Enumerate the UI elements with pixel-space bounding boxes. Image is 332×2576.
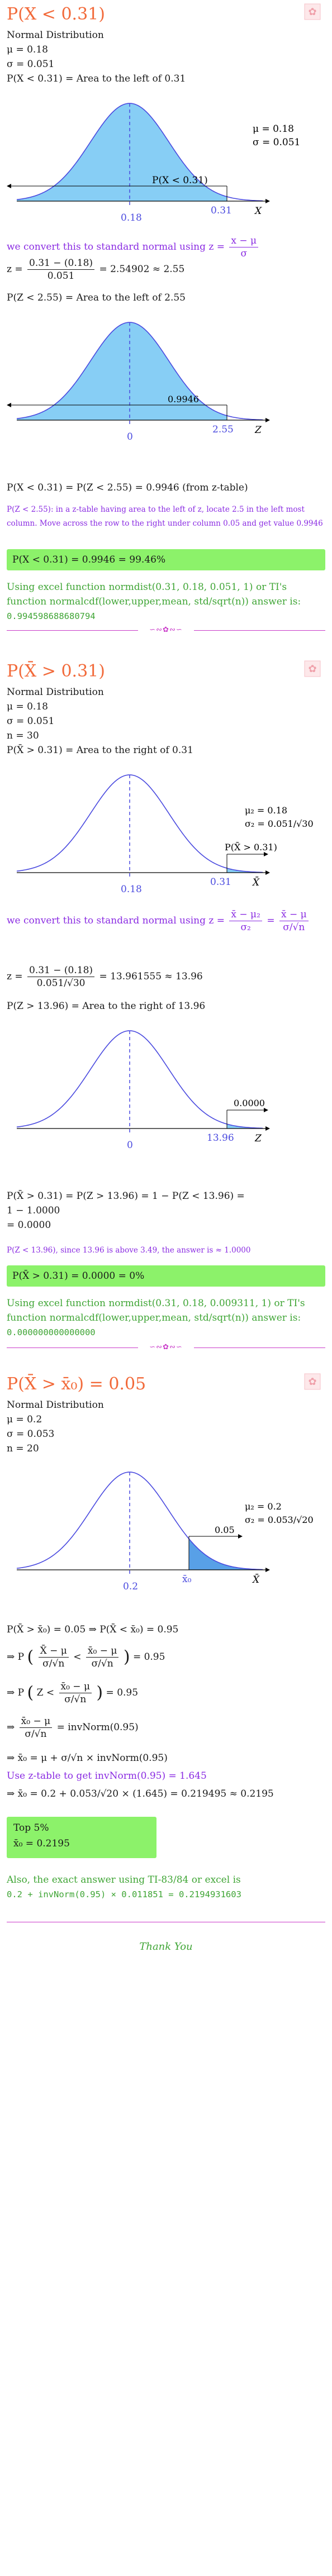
sigma-value: σ = 0.053 [7,1429,55,1440]
final-equation-2: 1 − 1.0000 [7,1205,60,1216]
excel-formula: 0.2 + invNorm(0.95) × 0.011851 = 0.21949… [7,1889,241,1899]
axis-label: X̄ [252,1573,260,1585]
distribution-label: Normal Distribution [7,30,104,41]
tick-mid: 0 [127,431,133,442]
normal-curve-graph-5: 0.05 x̄₀ 0.2 X̄ μ₂ = 0.2 σ₂ = 0.053/√20 [16,1472,314,1592]
thank-you: Thank You [139,1941,193,1953]
graph-mu: μ₂ = 0.18 [245,805,287,816]
graph-sigma: σ₂ = 0.051/√30 [245,818,314,829]
area-statement: P(X < 0.31) = Area to the left of 0.31 [7,73,186,84]
top5-value: x̄₀ = 0.2195 [13,1838,70,1849]
excel-note: Using excel function normdist(0.31, 0.18… [7,1298,305,1337]
axis-label: X̄ [252,876,260,888]
axis-arrow [265,199,270,203]
normal-curve-graph-3: P(X̄ > 0.31) 0.31 0.18 X̄ μ₂ = 0.18 σ₂ =… [16,774,314,895]
shaded-area [227,1124,263,1129]
final-equation: P(X < 0.31) = P(Z < 2.55) = 0.9946 (from… [7,482,248,493]
tick-mid: 0.18 [121,884,142,895]
label-arrow [7,184,11,188]
normal-curve-graph-2: 0.9946 2.55 0 Z [7,322,270,442]
z-table-lookup: Use z-table to get invNorm(0.95) = 1.645 [7,1770,207,1782]
mu-value: μ = 0.18 [7,701,48,712]
tick-right: 0.31 [210,877,231,888]
top5-title: Top 5% [13,1822,49,1834]
shaded-area [189,1539,263,1570]
mu-value: μ = 0.18 [7,44,48,55]
bell-curve [16,322,263,421]
graph-mu: μ = 0.18 [253,123,294,135]
mu-value: μ = 0.2 [7,1414,42,1425]
svg-text:✿: ✿ [308,663,316,675]
final-equation-3: = 0.0000 [7,1220,51,1231]
excel-note: Also, the exact answer using TI-83/84 or… [7,1874,241,1885]
svg-text:✿: ✿ [308,6,316,18]
ornament-icon: ✿ [304,3,321,20]
tick-right: 2.55 [212,424,234,435]
ornament-icon: ✿ [304,660,321,677]
top5-box: Top 5% x̄₀ = 0.2195 [7,1817,156,1858]
equation-1: P(X̄ > x̄₀) = 0.05 ⇒ P(X̄ < x̄₀) = 0.95 [7,1624,179,1635]
tick-right: 0.31 [211,205,232,216]
graph-sigma: σ₂ = 0.053/√20 [245,1515,314,1525]
shaded-area [17,322,227,420]
n-value: n = 20 [7,1443,39,1454]
result-box: P(X < 0.31) = 0.9946 = 99.46% [7,549,325,570]
normal-curve-graph-1: P(X < 0.31) 0.31 0.18 X μ = 0.18 σ = 0.0… [7,103,300,223]
sigma-value: σ = 0.051 [7,716,55,727]
result-box: P(X̄ > 0.31) = 0.0000 = 0% [7,1265,325,1287]
z-area-statement: P(Z < 2.55) = Area to the left of 2.55 [7,292,186,303]
section1-title: P(X < 0.31) [7,4,105,24]
section3-title: P(X̄ > x̄₀) = 0.05 [7,1374,146,1394]
z-calculation: z = 0.31 − (0.18)0.051/√30 = 13.961555 ≈… [7,965,203,989]
graph-label: 0.9946 [168,394,199,404]
distribution-label: Normal Distribution [7,1399,104,1411]
tick-right: 13.96 [207,1132,234,1144]
convert-line: we convert this to standard normal using… [7,908,325,934]
final-equation-1: P(X̄ > 0.31) = P(Z > 13.96) = 1 − P(Z < … [7,1191,245,1202]
area-statement: P(X̄ > 0.31) = Area to the right of 0.31 [7,745,193,756]
tick-mid: 0.2 [123,1581,138,1592]
bell-curve [16,774,263,873]
z-table-note: P(Z < 2.55): in a z-table having area to… [7,505,323,528]
excel-note: Using excel function normdist(0.31, 0.18… [7,582,301,621]
normal-curve-graph-4: 0.0000 13.96 0 Z [16,1030,270,1151]
distribution-label: Normal Distribution [7,687,104,698]
z-area-statement: P(Z > 13.96) = Area to the right of 13.9… [7,1001,206,1012]
graph-label: 0.0000 [234,1098,265,1108]
ornament-icon: ✿ [304,1373,321,1390]
bell-curve [16,1030,263,1129]
bell-curve [16,103,263,202]
graph-mu: μ₂ = 0.2 [245,1501,282,1512]
z-table-note: P(Z < 13.96), since 13.96 is above 3.49,… [7,1246,251,1255]
axis-label: Z [254,425,262,436]
equation-5: ⇒ x̄₀ = μ + σ/√n × invNorm(0.95) [7,1753,168,1764]
svg-text:✿: ✿ [308,1376,316,1388]
equation-6: ⇒ x̄₀ = 0.2 + 0.053/√20 × (1.645) = 0.21… [7,1788,274,1799]
z-calculation: z = 0.31 − (0.18)0.051 = 2.54902 ≈ 2.55 [7,258,185,282]
shaded-area [227,868,263,873]
section2-title: P(X̄ > 0.31) [7,661,105,681]
graph-sigma: σ = 0.051 [253,137,300,148]
graph-label: P(X < 0.31) [152,175,208,186]
divider-ornament: ∽∾✿∾∽ [138,626,194,635]
axis-label: Z [254,1133,262,1144]
graph-label: P(X̄ > 0.31) [225,841,277,853]
axis-label: X [254,206,262,217]
tick-mid: 0.18 [121,212,142,223]
n-value: n = 30 [7,730,39,741]
divider-ornament: ∽∾✿∾∽ [138,1343,194,1352]
bell-curve [16,1472,263,1570]
convert-line: we convert this to standard normal using… [7,235,260,260]
tick-right: x̄₀ [182,1574,192,1585]
tick-mid: 0 [127,1140,133,1151]
shaded-area [17,103,227,201]
graph-label: 0.05 [215,1525,235,1535]
sigma-value: σ = 0.051 [7,59,55,70]
